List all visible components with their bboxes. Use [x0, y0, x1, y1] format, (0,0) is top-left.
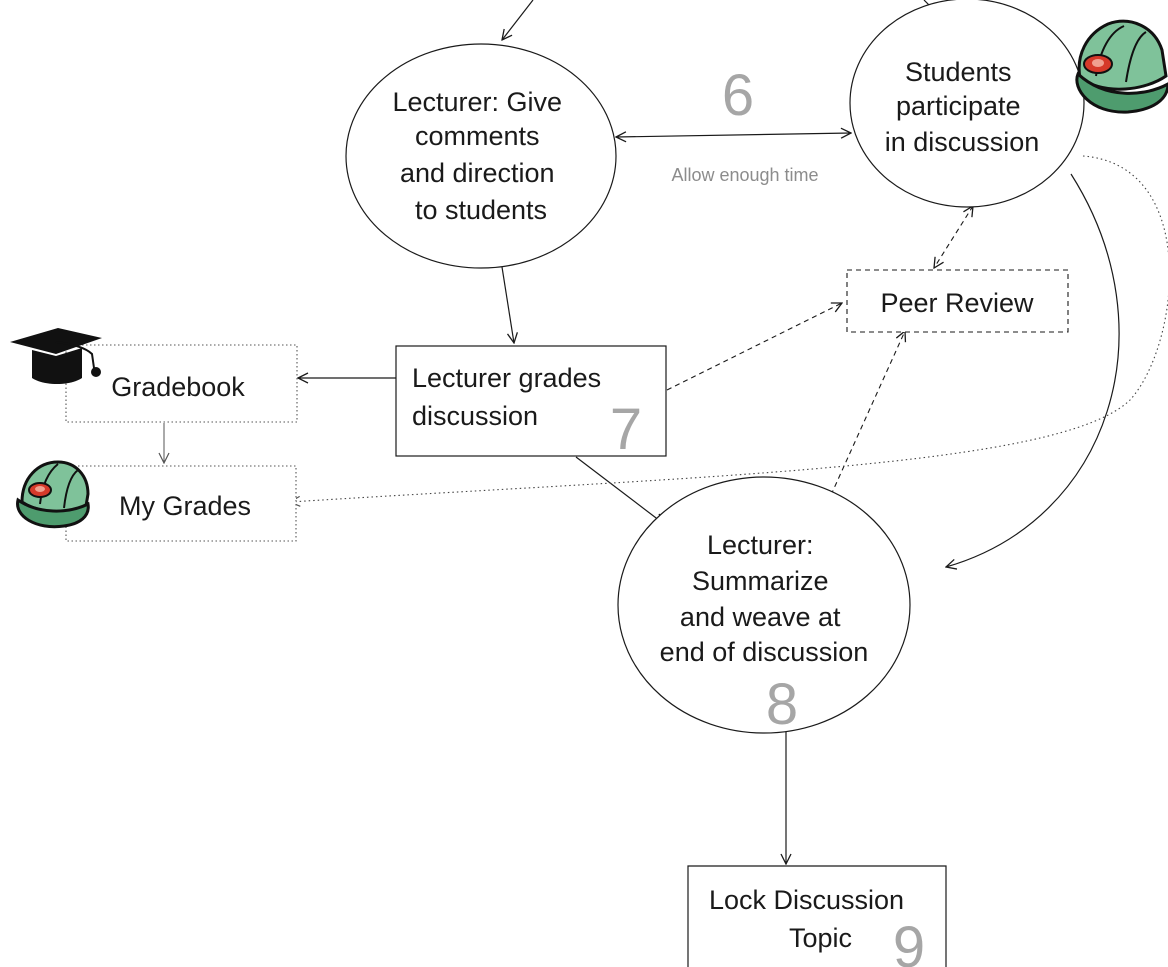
svg-text:Lecturer: Give comments: Lecturer: Give comments and direction to… — [392, 87, 569, 225]
node-students-line: in discussion — [885, 127, 1040, 157]
node-lecturer-grades: Lecturer grades discussion 7 — [395, 345, 667, 462]
node-summarize: Lecturer: Summarize and weave at end of … — [617, 476, 911, 737]
node-grades-line: Lecturer grades — [412, 363, 601, 393]
edge-grades-summarize — [575, 456, 664, 524]
edge-incoming-left — [502, 0, 534, 40]
node-give-comments-line: Lecturer: Give — [392, 87, 562, 117]
node-students-line: Students — [905, 57, 1012, 87]
allow-time-note: Allow enough time — [671, 165, 818, 185]
node-give-comments-line: and direction — [400, 158, 555, 188]
node-summarize-line: Lecturer: — [707, 530, 814, 560]
node-lock-line: Lock Discussion — [709, 885, 904, 915]
edge-students-summarize — [946, 173, 1120, 567]
edge-grades-peer-review — [666, 303, 842, 391]
node-my-grades-label: My Grades — [119, 491, 251, 521]
student-cap-icon — [16, 460, 90, 529]
node-students-participate: Students participate in discussion — [849, 0, 1085, 208]
svg-text:Students participate: Students participate in discussion — [885, 57, 1040, 157]
node-give-comments-line: to students — [415, 195, 547, 225]
node-lock-topic: Lock Discussion Topic 9 — [687, 865, 947, 967]
node-summarize-line: and weave at — [680, 602, 841, 632]
svg-text:Lock Discussion Topic: Lock Discussion Topic — [709, 885, 912, 953]
edge-summarize-peer-review — [830, 331, 905, 496]
svg-text:Lecturer grades discussi: Lecturer grades discussion — [412, 363, 609, 431]
step-number-6: 6 — [722, 63, 754, 128]
node-give-comments: Lecturer: Give comments and direction to… — [345, 43, 617, 269]
edge-students-peer-review — [934, 206, 973, 268]
edge-give-comments-grades — [501, 266, 514, 343]
node-gradebook-label: Gradebook — [111, 372, 245, 402]
node-peer-review: Peer Review — [846, 269, 1069, 333]
node-my-grades: My Grades — [65, 465, 297, 542]
step-number-9: 9 — [893, 915, 925, 967]
node-students-line: participate — [896, 91, 1021, 121]
node-summarize-line: Summarize — [692, 566, 829, 596]
node-lock-line: Topic — [789, 923, 852, 953]
edge-give-comments-students — [616, 133, 851, 137]
step-number-7: 7 — [610, 397, 642, 462]
student-cap-icon — [1075, 19, 1168, 114]
node-grades-line: discussion — [412, 401, 538, 431]
node-peer-review-label: Peer Review — [880, 288, 1034, 318]
node-give-comments-line: comments — [415, 121, 540, 151]
step-number-8: 8 — [766, 672, 798, 737]
node-summarize-line: end of discussion — [660, 637, 869, 667]
node-gradebook: Gradebook — [65, 344, 298, 423]
graduation-cap-icon — [10, 328, 102, 384]
edge-students-my-grades — [290, 155, 1168, 502]
svg-text:Lecturer: Summarize: Lecturer: Summarize and weave at end of … — [660, 530, 869, 667]
